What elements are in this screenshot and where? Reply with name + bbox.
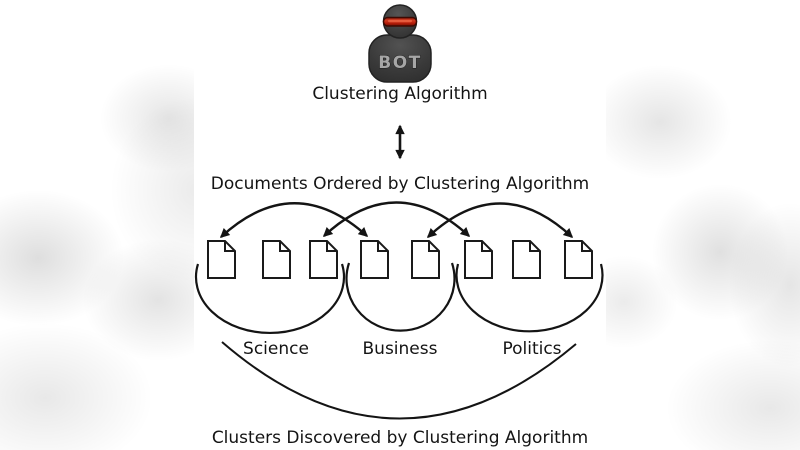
bot-label: BOT [378,53,422,73]
document-icon [360,240,389,279]
cluster-arcs [194,262,604,335]
clusters-summary-arc [221,341,577,420]
reorder-arrows [219,201,574,238]
document-icon [207,240,236,279]
document-icon [464,240,493,279]
documents-ordered-label: Documents Ordered by Clustering Algorith… [211,174,589,194]
reorder-arrow-1-4 [219,202,369,238]
clustering-algorithm-label: Clustering Algorithm [312,84,487,104]
cluster-label-science: Science [243,339,309,359]
cluster-arc-science [194,263,346,335]
cluster-arc-business [345,262,456,332]
clusters-discovered-label: Clusters Discovered by Clustering Algori… [212,428,588,448]
document-icons [207,240,593,279]
document-icon [309,240,338,279]
bot-icon: BOT [368,4,432,83]
cluster-label-politics: Politics [502,339,561,359]
reorder-arrow-3-6 [322,201,471,237]
bot-visor-highlight [388,19,412,23]
reorder-arrow-5-8 [426,202,574,238]
document-icon [411,240,440,279]
document-icon [262,240,291,279]
document-icon [564,240,593,279]
document-icon [512,240,541,279]
cluster-label-business: Business [363,339,438,359]
cluster-arc-politics [455,263,604,333]
